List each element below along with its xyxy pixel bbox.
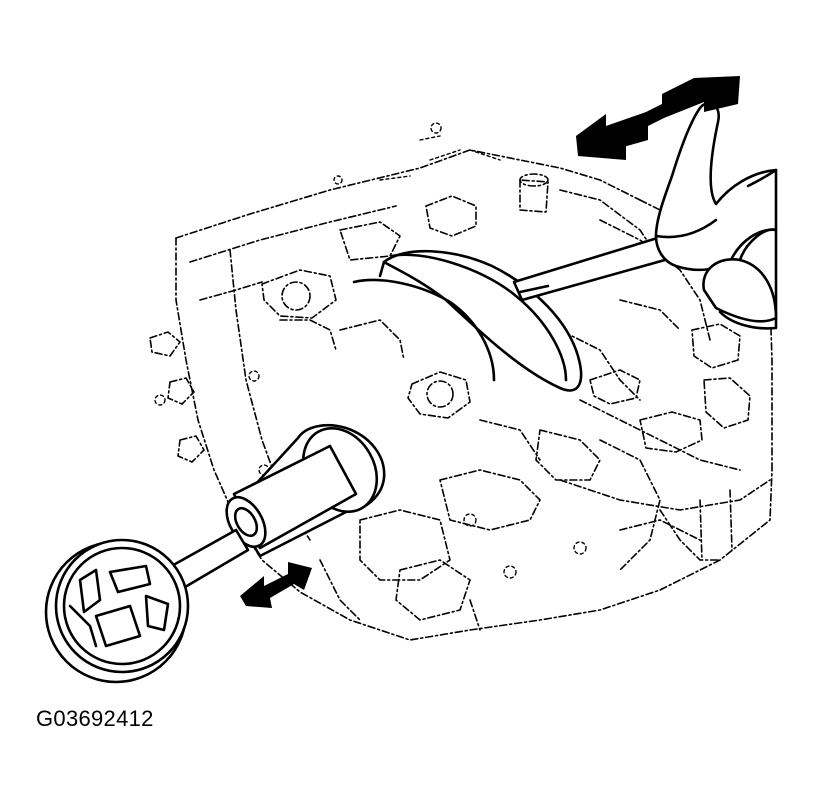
dial-indicator	[44, 424, 386, 684]
hand	[654, 101, 778, 330]
double-arrow-icon	[576, 76, 740, 160]
figure-reference-code: G03692412	[36, 706, 154, 731]
screwdriver	[512, 234, 674, 302]
oil-pump-ring	[352, 249, 583, 392]
double-arrow-icon	[240, 562, 312, 608]
